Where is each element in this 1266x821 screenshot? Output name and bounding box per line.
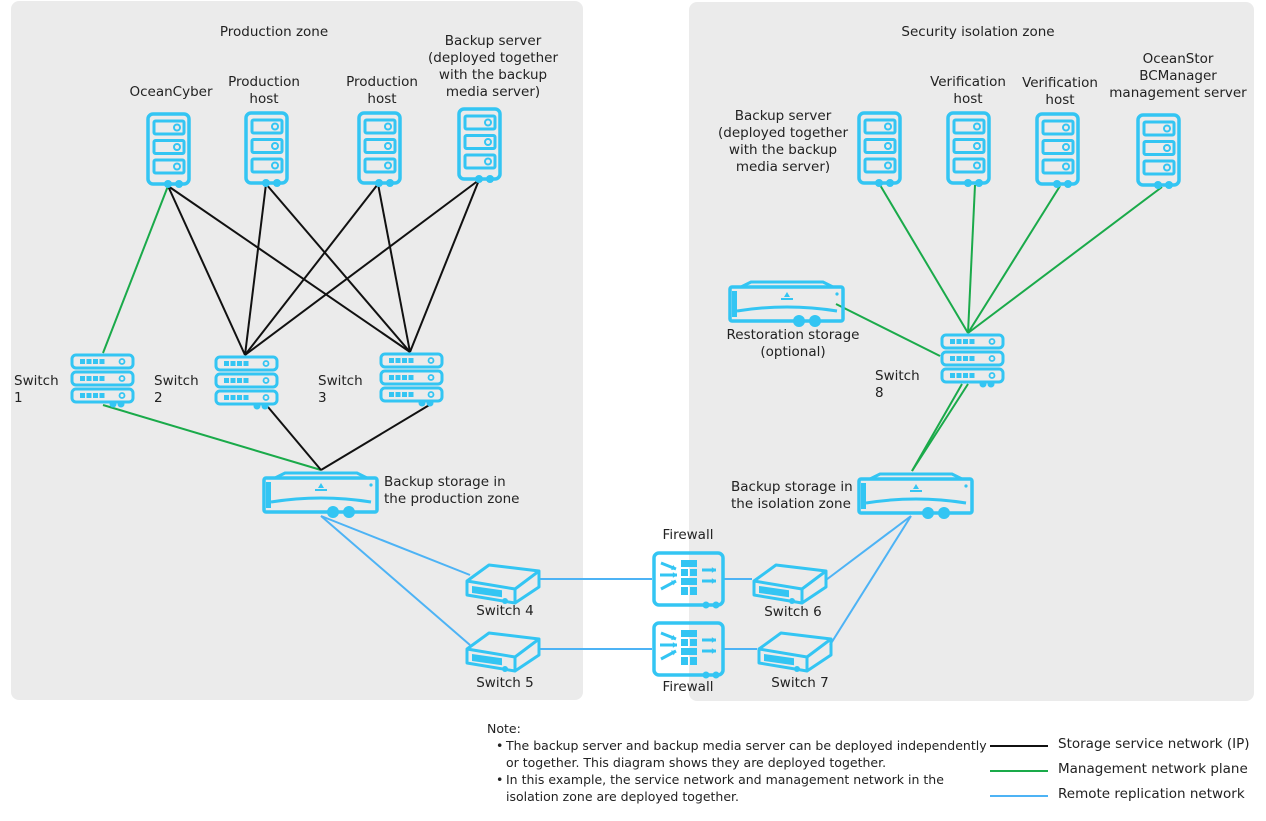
link-storage-service	[167, 185, 411, 353]
note-item: The backup server and backup media serve…	[496, 737, 987, 771]
legend-line-remote-replication	[990, 795, 1048, 797]
prod-host-2-label: Production host	[346, 74, 418, 107]
link-storage-service	[265, 183, 411, 353]
switch-4-label: Switch 4	[476, 603, 534, 619]
device-prod-storage	[262, 471, 379, 518]
firewall-1-label: Firewall	[662, 527, 714, 543]
link-storage-service	[244, 179, 480, 356]
rack-switch-icon	[70, 353, 135, 408]
link-remote-replication	[825, 515, 912, 581]
switch-7-label: Switch 7	[771, 675, 829, 691]
server-icon	[857, 111, 902, 187]
server-icon	[244, 111, 289, 187]
link-remote-replication	[320, 515, 471, 576]
device-restoration-storage	[728, 280, 845, 327]
device-prod-host-1	[244, 111, 289, 187]
note-title: Note:	[487, 721, 521, 736]
server-icon	[946, 111, 991, 187]
device-iso-backup-server	[857, 111, 902, 187]
legend-line-storage-service	[990, 745, 1048, 747]
device-switch-3	[379, 352, 444, 407]
device-firewall-1	[652, 551, 725, 609]
device-verif-host-1	[946, 111, 991, 187]
server-icon	[1136, 113, 1181, 189]
production-zone-title: Production zone	[219, 24, 329, 40]
device-switch-2	[214, 355, 279, 410]
device-firewall-2	[652, 621, 725, 679]
iso-backup-server-label: Backup server (deployed together with th…	[717, 108, 848, 175]
link-storage-service	[167, 185, 246, 356]
link-management	[102, 185, 169, 354]
rack-switch-icon	[214, 355, 279, 410]
link-management	[967, 185, 1061, 334]
verif-host-2-label: Verification host	[1022, 75, 1098, 108]
legend-label: Management network plane	[1058, 761, 1248, 777]
device-iso-storage	[857, 472, 974, 519]
storage-array-icon	[857, 472, 974, 519]
link-storage-service	[267, 406, 322, 471]
firewall-2-label: Firewall	[662, 679, 714, 695]
legend-line-management	[990, 770, 1048, 772]
link-storage-service	[377, 183, 411, 353]
legend-label: Remote replication network	[1058, 786, 1245, 802]
bcmanager-label: OceanStor BCManager management server	[1109, 51, 1247, 101]
prod-host-1-label: Production host	[228, 74, 300, 107]
link-management	[102, 404, 322, 471]
device-switch-7	[757, 631, 833, 673]
switch-icon	[757, 631, 833, 673]
device-switch-8	[940, 333, 1005, 388]
note-item: In this example, the service network and…	[496, 771, 987, 805]
switch-3-label: Switch 3	[318, 373, 363, 406]
storage-array-icon	[262, 471, 379, 518]
device-switch-6	[752, 563, 828, 605]
server-icon	[146, 112, 191, 188]
switch-6-label: Switch 6	[764, 604, 822, 620]
isolation-zone-title: Security isolation zone	[901, 24, 1055, 40]
legend-label: Storage service network (IP)	[1058, 736, 1250, 752]
device-switch-4	[465, 563, 541, 605]
switch-icon	[465, 631, 541, 673]
firewall-icon	[652, 551, 725, 609]
note-list: The backup server and backup media serve…	[487, 737, 987, 805]
rack-switch-icon	[940, 333, 1005, 388]
prod-backup-server-label: Backup server (deployed together with th…	[427, 33, 558, 100]
link-management	[879, 184, 969, 334]
link-storage-service	[244, 183, 267, 356]
device-switch-1	[70, 353, 135, 408]
switch-icon	[752, 563, 828, 605]
link-management	[967, 184, 976, 334]
device-prod-backup-server	[457, 107, 502, 183]
switch-5-label: Switch 5	[476, 675, 534, 691]
link-management	[835, 303, 941, 357]
device-oceancyber	[146, 112, 191, 188]
server-icon	[1035, 112, 1080, 188]
storage-array-icon	[728, 280, 845, 327]
server-icon	[457, 107, 502, 183]
device-switch-5	[465, 631, 541, 673]
device-bcmanager	[1136, 113, 1181, 189]
link-remote-replication	[829, 515, 912, 646]
device-prod-host-2	[357, 111, 402, 187]
oceancyber-label: OceanCyber	[129, 84, 213, 100]
restoration-storage-label: Restoration storage (optional)	[726, 327, 860, 360]
link-remote-replication	[320, 515, 471, 646]
link-storage-service	[244, 183, 379, 356]
rack-switch-icon	[379, 352, 444, 407]
link-management	[967, 186, 1163, 334]
link-storage-service	[320, 403, 432, 471]
switch-8-label: Switch 8	[875, 368, 920, 401]
server-icon	[357, 111, 402, 187]
switch-1-label: Switch 1	[14, 373, 59, 406]
verif-host-1-label: Verification host	[930, 74, 1006, 107]
link-management	[911, 383, 969, 472]
prod-storage-label: Backup storage in the production zone	[384, 474, 520, 507]
note-block: Note: The backup server and backup media…	[487, 720, 987, 805]
switch-2-label: Switch 2	[154, 373, 199, 406]
switch-icon	[465, 563, 541, 605]
iso-storage-label: Backup storage in the isolation zone	[731, 479, 853, 512]
device-verif-host-2	[1035, 112, 1080, 188]
firewall-icon	[652, 621, 725, 679]
link-storage-service	[409, 179, 480, 353]
